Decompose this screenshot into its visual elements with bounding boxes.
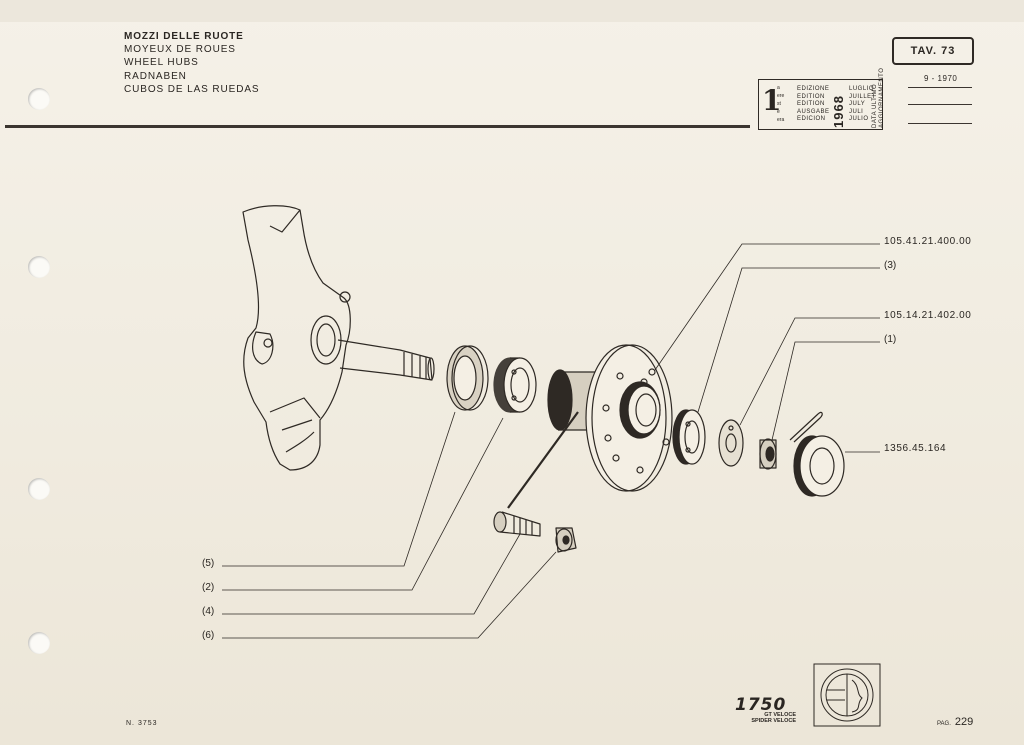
edition-month: JULI <box>849 108 864 115</box>
part-2-bearing <box>493 357 537 413</box>
leader-2 <box>222 417 504 591</box>
edition-month: JULIO <box>849 116 869 123</box>
part-3-bearing <box>672 409 706 465</box>
edition-month: JULY <box>849 101 866 108</box>
edition-word: EDICION <box>797 116 826 123</box>
update-line <box>908 87 972 88</box>
leader-105.14.21.402.00 <box>739 317 880 426</box>
part-6-nut <box>555 527 577 553</box>
update-line <box>908 123 972 124</box>
edition-superscript: era <box>777 117 785 123</box>
dust-cap <box>793 435 845 497</box>
binder-hole-1 <box>28 88 50 110</box>
edition-word: EDITION <box>797 101 825 108</box>
leader-lines <box>222 243 880 639</box>
model-variant: SPIDER VELOCE <box>751 718 796 724</box>
binder-hole-4 <box>28 632 50 654</box>
edition-superscript: a <box>777 85 780 91</box>
update-line <box>908 104 972 105</box>
castellated-nut <box>759 438 777 470</box>
page-number: 229 <box>954 716 974 728</box>
page-label: PAG. <box>937 721 951 727</box>
leader-5 <box>222 411 456 567</box>
part-number-hub: 105.41.21.400.00 <box>884 236 972 247</box>
binder-hole-3 <box>28 478 50 500</box>
edition-superscript: ere <box>777 93 785 99</box>
hub-flange <box>547 344 673 492</box>
title-english: WHEEL HUBS <box>124 57 199 69</box>
part-number-cap: 1356.45.164 <box>884 443 947 454</box>
ref-1: (1) <box>884 334 897 345</box>
plate-label: TAV. 73 <box>892 37 974 65</box>
stub-axle <box>337 339 435 381</box>
part-1-washer <box>718 419 744 467</box>
page-number-block: PAG.229 <box>937 716 973 728</box>
edition-superscript: e <box>777 109 780 115</box>
header-rule <box>5 125 750 128</box>
edition-month: JUILLET <box>849 93 876 100</box>
ref-2: (2) <box>202 582 215 593</box>
title-french: MOYEUX DE ROUES <box>124 44 236 56</box>
leader-6 <box>222 551 557 639</box>
model-variant: GT VELOCE <box>764 712 796 718</box>
page-titles: MOZZI DELLE RUOTE MOYEUX DE ROUES WHEEL … <box>124 30 259 96</box>
page-top-edge <box>0 0 1024 22</box>
edition-word: EDITION <box>797 93 825 100</box>
title-italian: MOZZI DELLE RUOTE <box>124 31 244 42</box>
part-4-stud <box>493 511 541 537</box>
manufacturer-logo <box>813 663 881 727</box>
edition-number: 1 <box>762 84 782 117</box>
leader-4 <box>222 533 521 615</box>
binder-hole-2 <box>28 256 50 278</box>
leader-105.41.21.400.00 <box>654 243 880 371</box>
title-german: RADNABEN <box>124 70 187 82</box>
edition-superscript: st <box>777 101 781 107</box>
edition-box: 1 a ere st e era EDIZIONE EDITION EDITIO… <box>758 79 883 130</box>
leader-3 <box>697 267 880 413</box>
model-variants: GT VELOCE SPIDER VELOCE <box>740 712 796 724</box>
model-badge: 1750 <box>735 695 787 715</box>
title-spanish: CUBOS DE LAS RUEDAS <box>124 83 260 95</box>
ref-3: (3) <box>884 260 897 271</box>
ref-4: (4) <box>202 606 215 617</box>
cotter-pin <box>789 411 823 443</box>
part-5-seal <box>446 345 489 411</box>
edition-word: EDIZIONE <box>797 86 830 92</box>
edition-month: LUGLIO <box>849 86 875 92</box>
edition-words: EDIZIONE EDITION EDITION AUSGABE EDICION <box>797 86 830 124</box>
steering-knuckle <box>242 205 351 471</box>
leader-1 <box>771 341 880 441</box>
edition-months: LUGLIO JUILLET JULY JULI JULIO <box>849 86 876 124</box>
ref-6: (6) <box>202 630 215 641</box>
ref-5: (5) <box>202 558 215 569</box>
part-number-washer: 105.14.21.402.00 <box>884 310 972 321</box>
update-date: 9 - 1970 <box>924 74 958 83</box>
assembly-arrow <box>507 411 579 509</box>
edition-word: AUSGABE <box>797 108 830 115</box>
document-number: N. 3753 <box>126 720 158 727</box>
